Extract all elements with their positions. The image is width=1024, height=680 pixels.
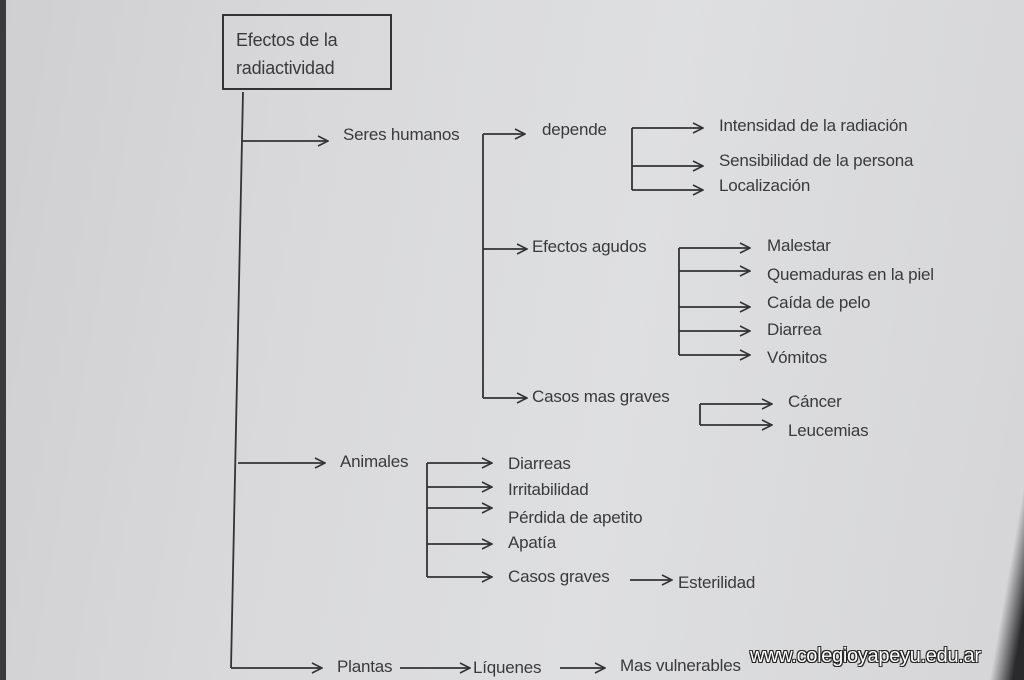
leaf-diarreas: Diarreas [508,454,571,473]
leaf-apatia: Apatía [508,533,556,552]
node-plantas: Plantas [337,657,393,676]
node-animales: Animales [340,452,409,471]
watermark: www.colegioyapeyu.edu.ar [750,645,981,667]
leaf-malestar: Malestar [767,236,831,255]
node-seres-humanos: Seres humanos [343,125,460,144]
root-node-box: Efectos de la radiactividad [222,14,392,90]
leaf-mas-vulnerables: Mas vulnerables [620,656,741,675]
root-title-line2: radiactividad [236,58,335,78]
node-casos-graves: Casos graves [508,567,610,586]
node-liquenes: Líquenes [473,658,542,677]
leaf-intensidad: Intensidad de la radiación [719,116,908,135]
node-efectos-agudos: Efectos agudos [532,237,647,256]
main-trunk [230,91,244,669]
leaf-vomitos: Vómitos [767,348,828,367]
leaf-perdida-apetito: Pérdida de apetito [508,508,643,527]
photo-edge [0,0,6,680]
node-casos-mas-graves: Casos mas graves [532,387,670,406]
leaf-diarrea: Diarrea [767,320,822,339]
leaf-caida-pelo: Caída de pelo [767,293,871,312]
leaf-irritabilidad: Irritabilidad [508,480,589,499]
leaf-esterilidad: Esterilidad [678,573,756,592]
leaf-sensibilidad: Sensibilidad de la persona [719,151,914,170]
leaf-cancer: Cáncer [788,392,842,411]
leaf-localizacion: Localización [719,176,811,195]
node-depende: depende [542,120,607,139]
root-title-line1: Efectos de la [236,30,338,50]
leaf-leucemias: Leucemias [788,421,869,440]
leaf-quemaduras: Quemaduras en la piel [767,265,934,284]
